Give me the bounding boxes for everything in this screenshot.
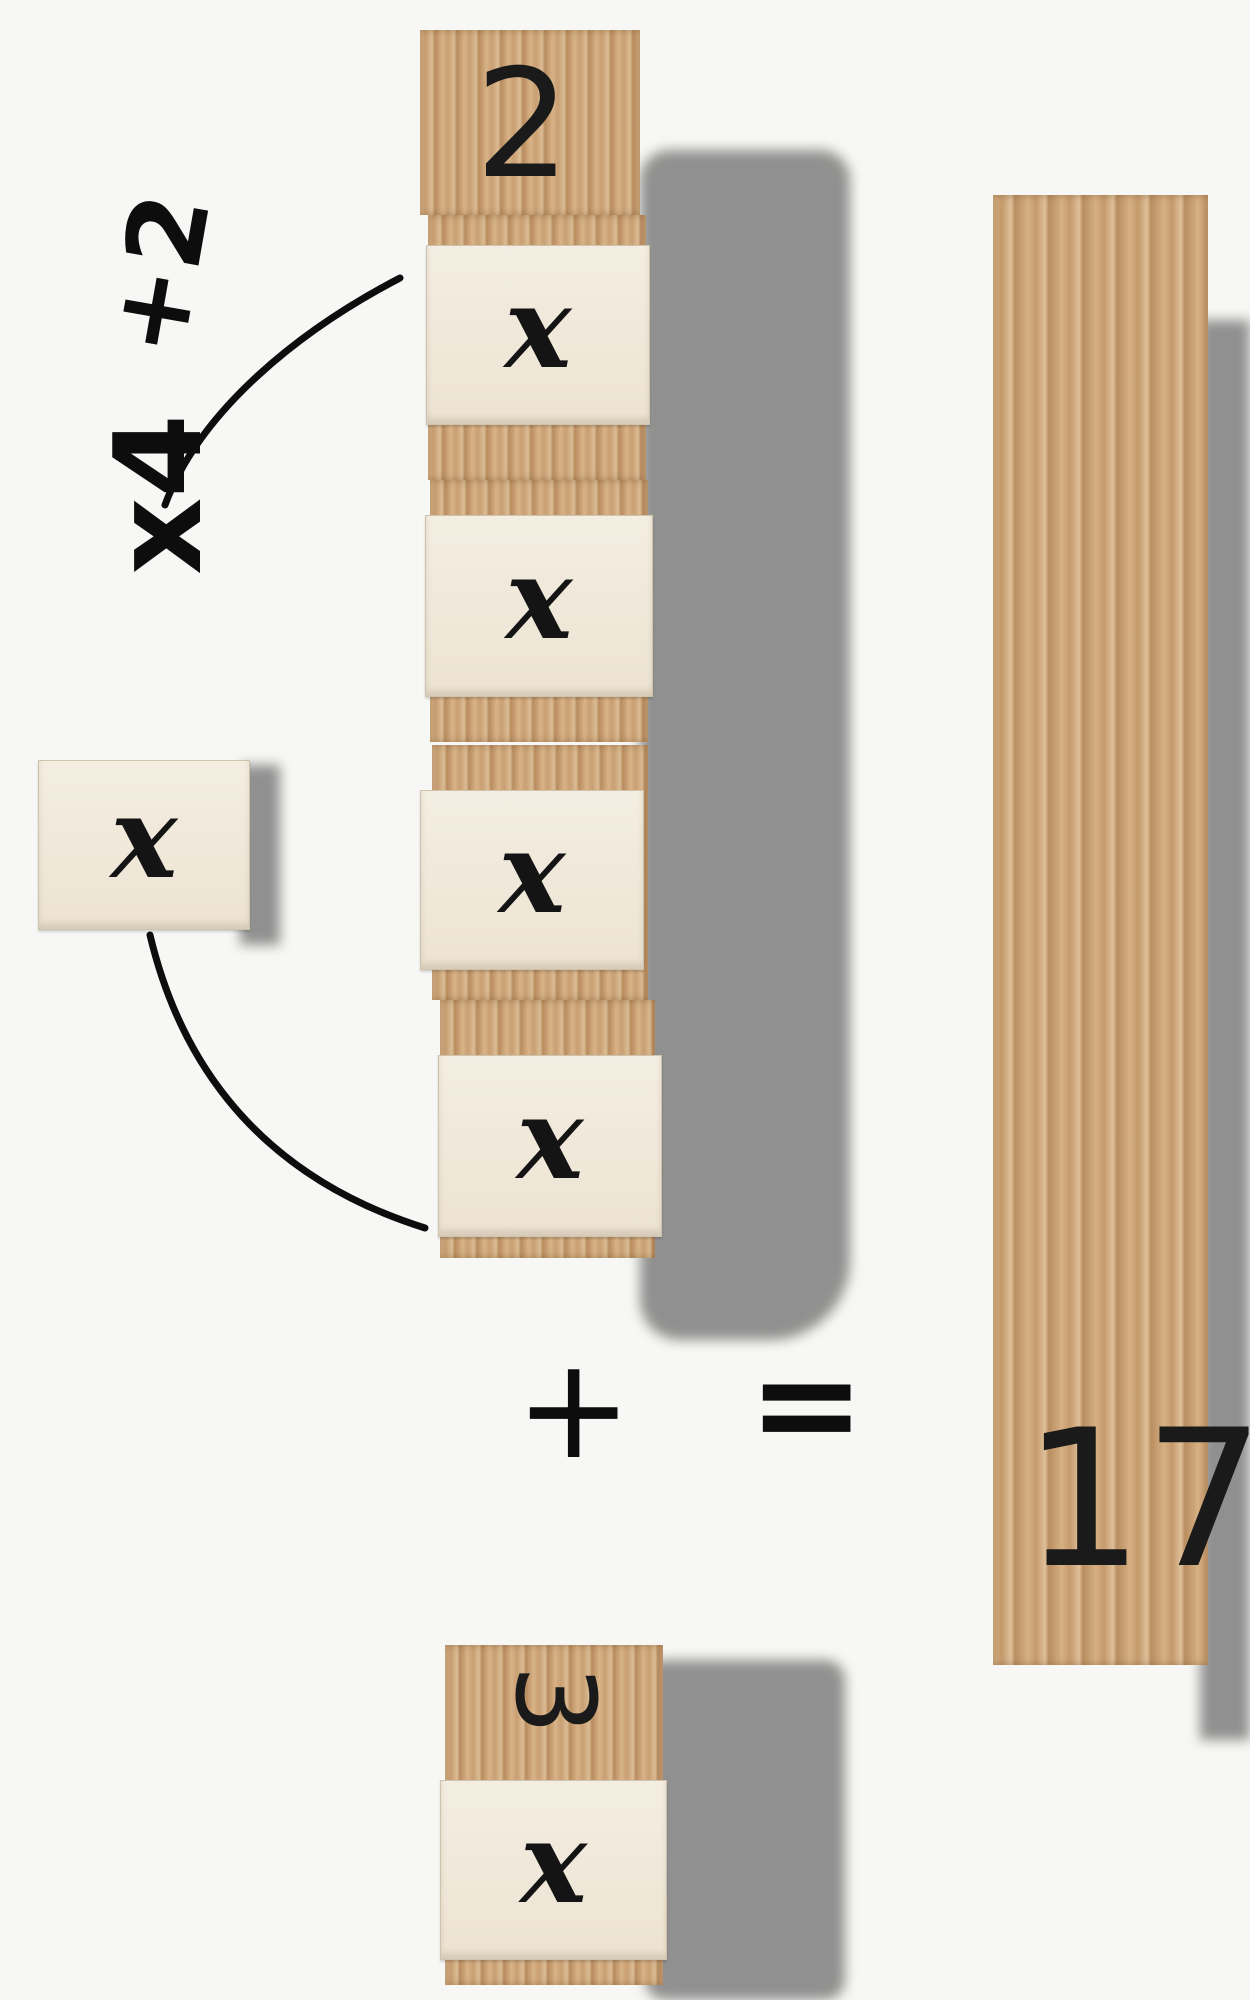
top-block-number: 2 xyxy=(475,38,571,212)
stack-tile-2: x xyxy=(425,515,653,697)
loose-variable-tile: x xyxy=(38,760,250,930)
tall-bar-number: 17 xyxy=(1023,1389,1250,1610)
handwritten-plus-2: +2 xyxy=(86,184,235,365)
stack-tile-3: x xyxy=(420,790,644,970)
curve-lower xyxy=(146,931,429,1232)
stack-tile-2-variable: x xyxy=(505,534,573,665)
stack-shadow xyxy=(640,150,850,1340)
bottom-block-shadow xyxy=(645,1660,845,2000)
handwritten-plus: + xyxy=(515,1328,633,1491)
bottom-tile-variable: x xyxy=(520,1798,587,1929)
bar-shadow xyxy=(1200,320,1250,1740)
stack-tile-1-variable: x xyxy=(504,263,572,394)
stack-tile-4-variable: x xyxy=(516,1074,584,1205)
top-number-block: 2 xyxy=(420,30,640,215)
handwritten-equals: = xyxy=(748,1323,866,1486)
handwritten-x4: x4 xyxy=(90,414,229,575)
loose-tile-variable: x xyxy=(110,773,178,904)
stack-tile-4: x xyxy=(438,1055,662,1237)
tall-bar: 17 xyxy=(993,195,1250,1665)
bottom-variable-tile: x xyxy=(440,1780,667,1960)
stack-tile-3-variable: x xyxy=(498,808,566,939)
curve-upper xyxy=(161,274,404,509)
stack-tile-1: x xyxy=(426,245,650,425)
